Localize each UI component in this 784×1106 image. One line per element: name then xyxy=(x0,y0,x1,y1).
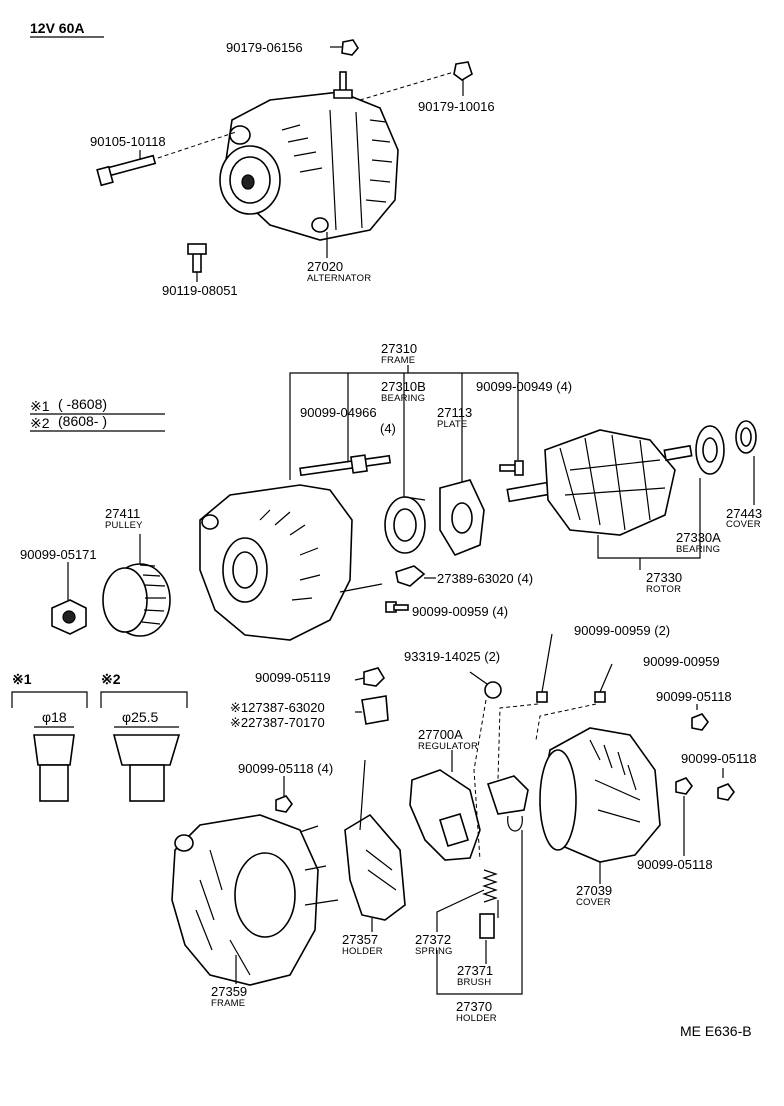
cover-27039-drawing xyxy=(539,727,661,884)
variant-1-drawing xyxy=(11,691,88,802)
frame-27310-leader xyxy=(289,365,519,500)
part-27700a-name: REGULATOR xyxy=(418,741,479,752)
part-93319-14025[interactable]: 93319-14025 (2) xyxy=(404,649,501,664)
clip-27389-63020-drawing xyxy=(395,565,436,587)
part-27411-name: PULLEY xyxy=(105,520,143,531)
part-90099-05118-c[interactable]: 90099-05118 xyxy=(637,857,713,872)
part-27330[interactable]: 27330 xyxy=(646,570,683,585)
legend-row2-range: (8608- ) xyxy=(58,413,108,429)
part-90099-05118-b[interactable]: 90099-05118 xyxy=(681,751,757,766)
part-227387-70170[interactable]: ※227387-70170 xyxy=(230,715,325,730)
part-27370[interactable]: 27370 xyxy=(456,999,493,1014)
part-90099-05171[interactable]: 90099-05171 xyxy=(20,547,97,562)
part-27357-name: HOLDER xyxy=(342,946,383,957)
part-90099-04966[interactable]: 90099-04966 xyxy=(300,405,377,420)
part-90099-00959-2[interactable]: 90099-00959 (2) xyxy=(574,623,671,638)
bush-27387-drawing xyxy=(354,667,389,725)
part-27310b-name: BEARING xyxy=(381,393,426,404)
part-90119-08051[interactable]: 90119-08051 xyxy=(162,283,238,298)
part-27330a[interactable]: 27330A xyxy=(676,530,721,545)
part-27330-name: ROTOR xyxy=(646,584,682,595)
bearing-27310b-drawing xyxy=(384,496,426,554)
holder-27357-drawing xyxy=(344,759,406,932)
part-90099-04966-qty: (4) xyxy=(380,421,396,436)
nuts-90099-05118-drawing xyxy=(275,704,735,856)
part-90099-00949[interactable]: 90099-00949 (4) xyxy=(476,379,573,394)
part-27372[interactable]: 27372 xyxy=(415,932,452,947)
part-90099-00959-4[interactable]: 90099-00959 (4) xyxy=(412,604,509,619)
legend-row1-range: ( -8608) xyxy=(58,396,108,412)
cover-27443-drawing xyxy=(735,420,757,454)
alternator-assembly-drawing xyxy=(219,71,399,241)
bearing-27330a-drawing xyxy=(695,425,725,475)
part-27310-name: FRAME xyxy=(381,355,416,366)
part-90099-05118-4[interactable]: 90099-05118 (4) xyxy=(238,761,334,776)
connector-drawing xyxy=(486,775,529,832)
part-27372-name: SPRING xyxy=(415,946,453,957)
variant-1-diameter: φ18 xyxy=(42,709,67,725)
part-90099-00959[interactable]: 90099-00959 xyxy=(643,654,720,669)
part-27020[interactable]: 27020 xyxy=(307,259,344,274)
part-27039[interactable]: 27039 xyxy=(576,883,613,898)
legend-row2-mark: ※2 xyxy=(30,415,50,431)
variant-2-diameter: φ25.5 xyxy=(122,709,159,725)
part-90099-05118-a[interactable]: 90099-05118 xyxy=(656,689,732,704)
middle-frame-drawing xyxy=(199,454,392,641)
part-27371[interactable]: 27371 xyxy=(457,963,494,978)
frame-27359-drawing xyxy=(171,814,339,986)
rotor-27330-leader xyxy=(597,478,701,559)
part-27443[interactable]: 27443 xyxy=(726,506,763,521)
part-90179-06156[interactable]: 90179-06156 xyxy=(226,40,303,55)
diagram-title: 12V 60A xyxy=(30,20,85,36)
screw-90099-00959-4-drawing xyxy=(385,601,409,613)
part-27330a-name: BEARING xyxy=(676,544,721,555)
top-bolts xyxy=(96,39,473,282)
part-27443-name: COVER xyxy=(726,519,761,530)
part-90099-05119[interactable]: 90099-05119 xyxy=(255,670,331,685)
part-90179-10016[interactable]: 90179-10016 xyxy=(418,99,495,114)
regulator-27700a-drawing xyxy=(409,750,481,861)
part-27113[interactable]: 27113 xyxy=(437,405,473,420)
variant-2-drawing xyxy=(100,691,188,802)
variant-2-mark: ※2 xyxy=(101,671,121,687)
screws-90099-00959-drawing xyxy=(497,633,613,781)
part-27370-name: HOLDER xyxy=(456,1013,497,1024)
variant-1-mark: ※1 xyxy=(12,671,32,687)
part-27371-name: BRUSH xyxy=(457,977,492,988)
part-27700a[interactable]: 27700A xyxy=(418,727,463,742)
spring-brush-drawing xyxy=(436,830,523,995)
rotor-27330-drawing xyxy=(506,429,693,536)
part-90105-10118[interactable]: 90105-10118 xyxy=(90,134,166,149)
part-127387-63020[interactable]: ※127387-63020 xyxy=(230,700,325,715)
part-27310b[interactable]: 27310B xyxy=(381,379,426,394)
part-27411[interactable]: 27411 xyxy=(105,506,141,521)
part-27113-name: PLATE xyxy=(437,419,468,430)
part-27039-name: COVER xyxy=(576,897,611,908)
part-27389-63020[interactable]: 27389-63020 (4) xyxy=(437,571,534,586)
legend-row1-mark: ※1 xyxy=(30,398,50,414)
part-27020-name: ALTERNATOR xyxy=(307,273,372,284)
diagram-code: ME E636-B xyxy=(680,1023,752,1039)
washer-93319-14025-drawing xyxy=(469,671,502,861)
part-27310[interactable]: 27310 xyxy=(381,341,418,356)
part-27359-name: FRAME xyxy=(211,998,246,1009)
nut-90099-05171-drawing xyxy=(51,562,87,635)
screw-90099-00949-drawing xyxy=(499,460,524,476)
part-27357[interactable]: 27357 xyxy=(342,932,379,947)
part-27359[interactable]: 27359 xyxy=(211,984,248,999)
pulley-27411-drawing xyxy=(102,534,171,637)
plate-27113-drawing xyxy=(439,479,485,556)
